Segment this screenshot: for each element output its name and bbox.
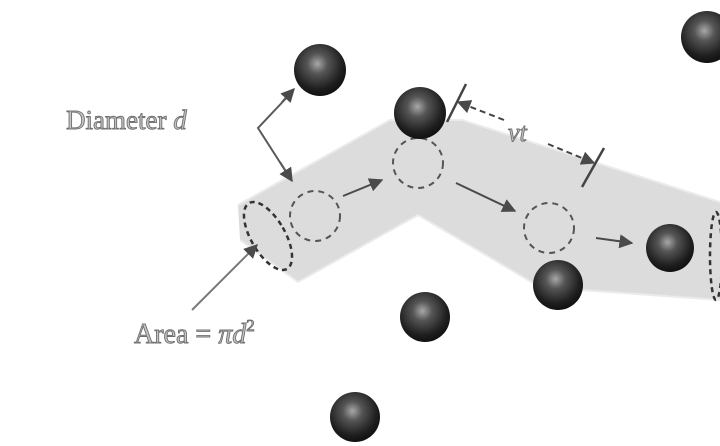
molecule-4 [646,224,694,272]
cross-section-left [242,200,294,272]
vt-bracket-start [445,83,468,123]
cross-section-right [708,210,720,302]
ghost-position-1 [289,190,341,242]
area-leader [191,244,258,311]
molecule-5 [533,260,583,310]
vt-arrow-left [456,100,505,121]
diameter-leader-arrow-top [280,87,295,104]
ghost-position-3 [523,202,575,254]
molecule-3 [681,11,720,63]
diameter-label: Diameter d [66,105,187,135]
path-arrow-2 [455,182,517,212]
molecule-2 [394,87,446,139]
collision-cylinder [238,120,720,300]
vt-arrow-right [547,143,596,165]
vt-bracket-end [580,147,606,188]
diameter-leader-arrow-bottom [279,161,293,183]
area-label: Area = πd2 [134,316,255,350]
diameter-leader [256,91,293,179]
molecule-1 [294,44,346,96]
ghost-position-2 [392,137,444,189]
molecule-7 [330,392,380,442]
path-arrow-3 [595,234,634,249]
path-arrow-1 [342,178,384,197]
molecule-6 [400,292,450,342]
vt-label: vt [508,118,528,147]
